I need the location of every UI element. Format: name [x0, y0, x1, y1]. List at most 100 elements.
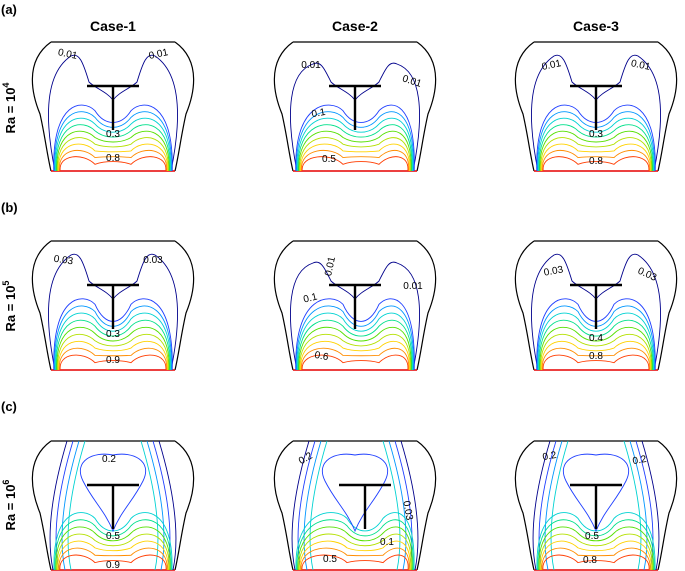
contour-label: 0.6 [314, 350, 330, 363]
isotherm-line [58, 150, 168, 172]
isotherm-line [291, 440, 419, 571]
isotherm-line [56, 130, 170, 172]
isotherm-line [59, 354, 167, 371]
isotherm-line [59, 554, 167, 571]
contour-label: 0.01 [630, 58, 652, 73]
contour-label: 0.3 [106, 329, 120, 340]
isotherm-line [67, 440, 159, 571]
isotherm-line [297, 319, 413, 371]
contour-label: 0.2 [542, 450, 558, 463]
isotherm-line [539, 326, 653, 371]
contour-label: 0.5 [323, 554, 337, 565]
contour-label: 0.3 [106, 129, 120, 140]
contour-label: 0.5 [322, 154, 336, 165]
contour-label: 0.03 [543, 264, 565, 278]
isotherm-panel-ra1e5-case2: 0.010.010.10.6 [273, 240, 437, 371]
isotherm-line [298, 326, 412, 371]
ra-label-row-b: Ra = 105 [1, 281, 18, 332]
isotherm-line [541, 340, 651, 371]
isotherm-line [301, 354, 409, 371]
isotherm-line [57, 333, 169, 371]
isotherm-line [295, 512, 415, 571]
isotherm-line [300, 340, 410, 371]
isotherm-line [59, 156, 167, 172]
contour-label: 0.1 [302, 291, 319, 305]
isotherm-line [538, 526, 654, 571]
contour-label: 0.01 [403, 281, 423, 292]
ra-label-row-c: Ra = 106 [1, 480, 18, 531]
contour-label: 0.4 [589, 333, 603, 344]
case-title-2: Case-2 [332, 18, 378, 34]
contour-label: 0.8 [106, 153, 120, 164]
contour-label: 0.03 [636, 266, 659, 284]
contour-label: 0.9 [106, 560, 120, 571]
isotherm-panel-ra1e6-case1: 0.2 0.5 0.9 [31, 440, 195, 571]
isotherm-line [58, 347, 168, 371]
isotherm-line [538, 124, 654, 172]
isotherm-line [54, 117, 172, 172]
cavity-wall [514, 41, 678, 172]
isotherm-line [57, 137, 169, 172]
isotherm-line [297, 124, 413, 172]
cavity-wall [31, 440, 195, 571]
isotherm-line [55, 526, 171, 571]
isotherm-line [562, 453, 630, 533]
contour-label: 0.2 [297, 450, 315, 467]
isotherm-line [303, 440, 407, 571]
isotherm-line [300, 143, 410, 172]
contour-label: 0.8 [589, 156, 603, 167]
cavity-wall [31, 240, 195, 371]
isotherm-line [537, 519, 655, 571]
contour-label: 0.8 [589, 351, 603, 362]
panel-label-b: (b) [1, 200, 18, 215]
contour-label: 0.03 [143, 255, 163, 266]
contour-label: 0.9 [106, 355, 120, 366]
isotherm-line [299, 540, 411, 571]
isotherm-line [298, 130, 412, 172]
isotherm-line [541, 143, 651, 172]
contour-label: 0.1 [311, 107, 327, 120]
isotherm-line [542, 354, 650, 371]
contour-label: 0.5 [106, 531, 120, 542]
cavity-wall [273, 240, 437, 371]
contour-label: 0.01 [148, 47, 170, 62]
isotherm-line [321, 453, 389, 533]
panel-label-c: (c) [1, 399, 17, 414]
isotherm-line [541, 150, 651, 172]
isotherm-line [300, 547, 410, 571]
isotherm-line [539, 533, 653, 571]
case-title-1: Case-1 [90, 18, 136, 34]
contour-label: 0.1 [380, 537, 394, 548]
isotherm-line [300, 149, 410, 172]
isotherm-line [55, 440, 171, 571]
isotherm-line [538, 440, 654, 571]
contour-label: 0.03 [400, 500, 414, 522]
cavity-wall [514, 440, 678, 571]
isotherm-line [542, 554, 650, 571]
isotherm-panel-ra1e6-case2: 0.2 0.03 0.1 0.5 [273, 440, 437, 571]
isotherm-line [544, 440, 648, 571]
isotherm-line [58, 340, 168, 371]
isotherm-line [301, 156, 409, 172]
isotherm-line [537, 312, 655, 371]
isotherm-line [54, 312, 172, 371]
case-title-3: Case-3 [573, 18, 619, 34]
contour-label: 0.2 [102, 454, 116, 465]
isotherm-line [538, 319, 654, 371]
isotherm-line [309, 440, 401, 571]
ra-label-row-a: Ra = 104 [1, 83, 18, 134]
isotherm-line [295, 298, 415, 371]
isotherm-line [299, 333, 411, 371]
isotherm-line [56, 533, 170, 571]
contour-label: 0.01 [401, 73, 423, 90]
contour-label: 0.2 [632, 454, 648, 467]
isotherm-line [301, 554, 409, 571]
contour-label: 0.3 [589, 129, 603, 140]
isotherm-line [542, 156, 650, 172]
contour-label: 0.03 [53, 254, 74, 268]
contour-label: 0.8 [583, 555, 597, 566]
